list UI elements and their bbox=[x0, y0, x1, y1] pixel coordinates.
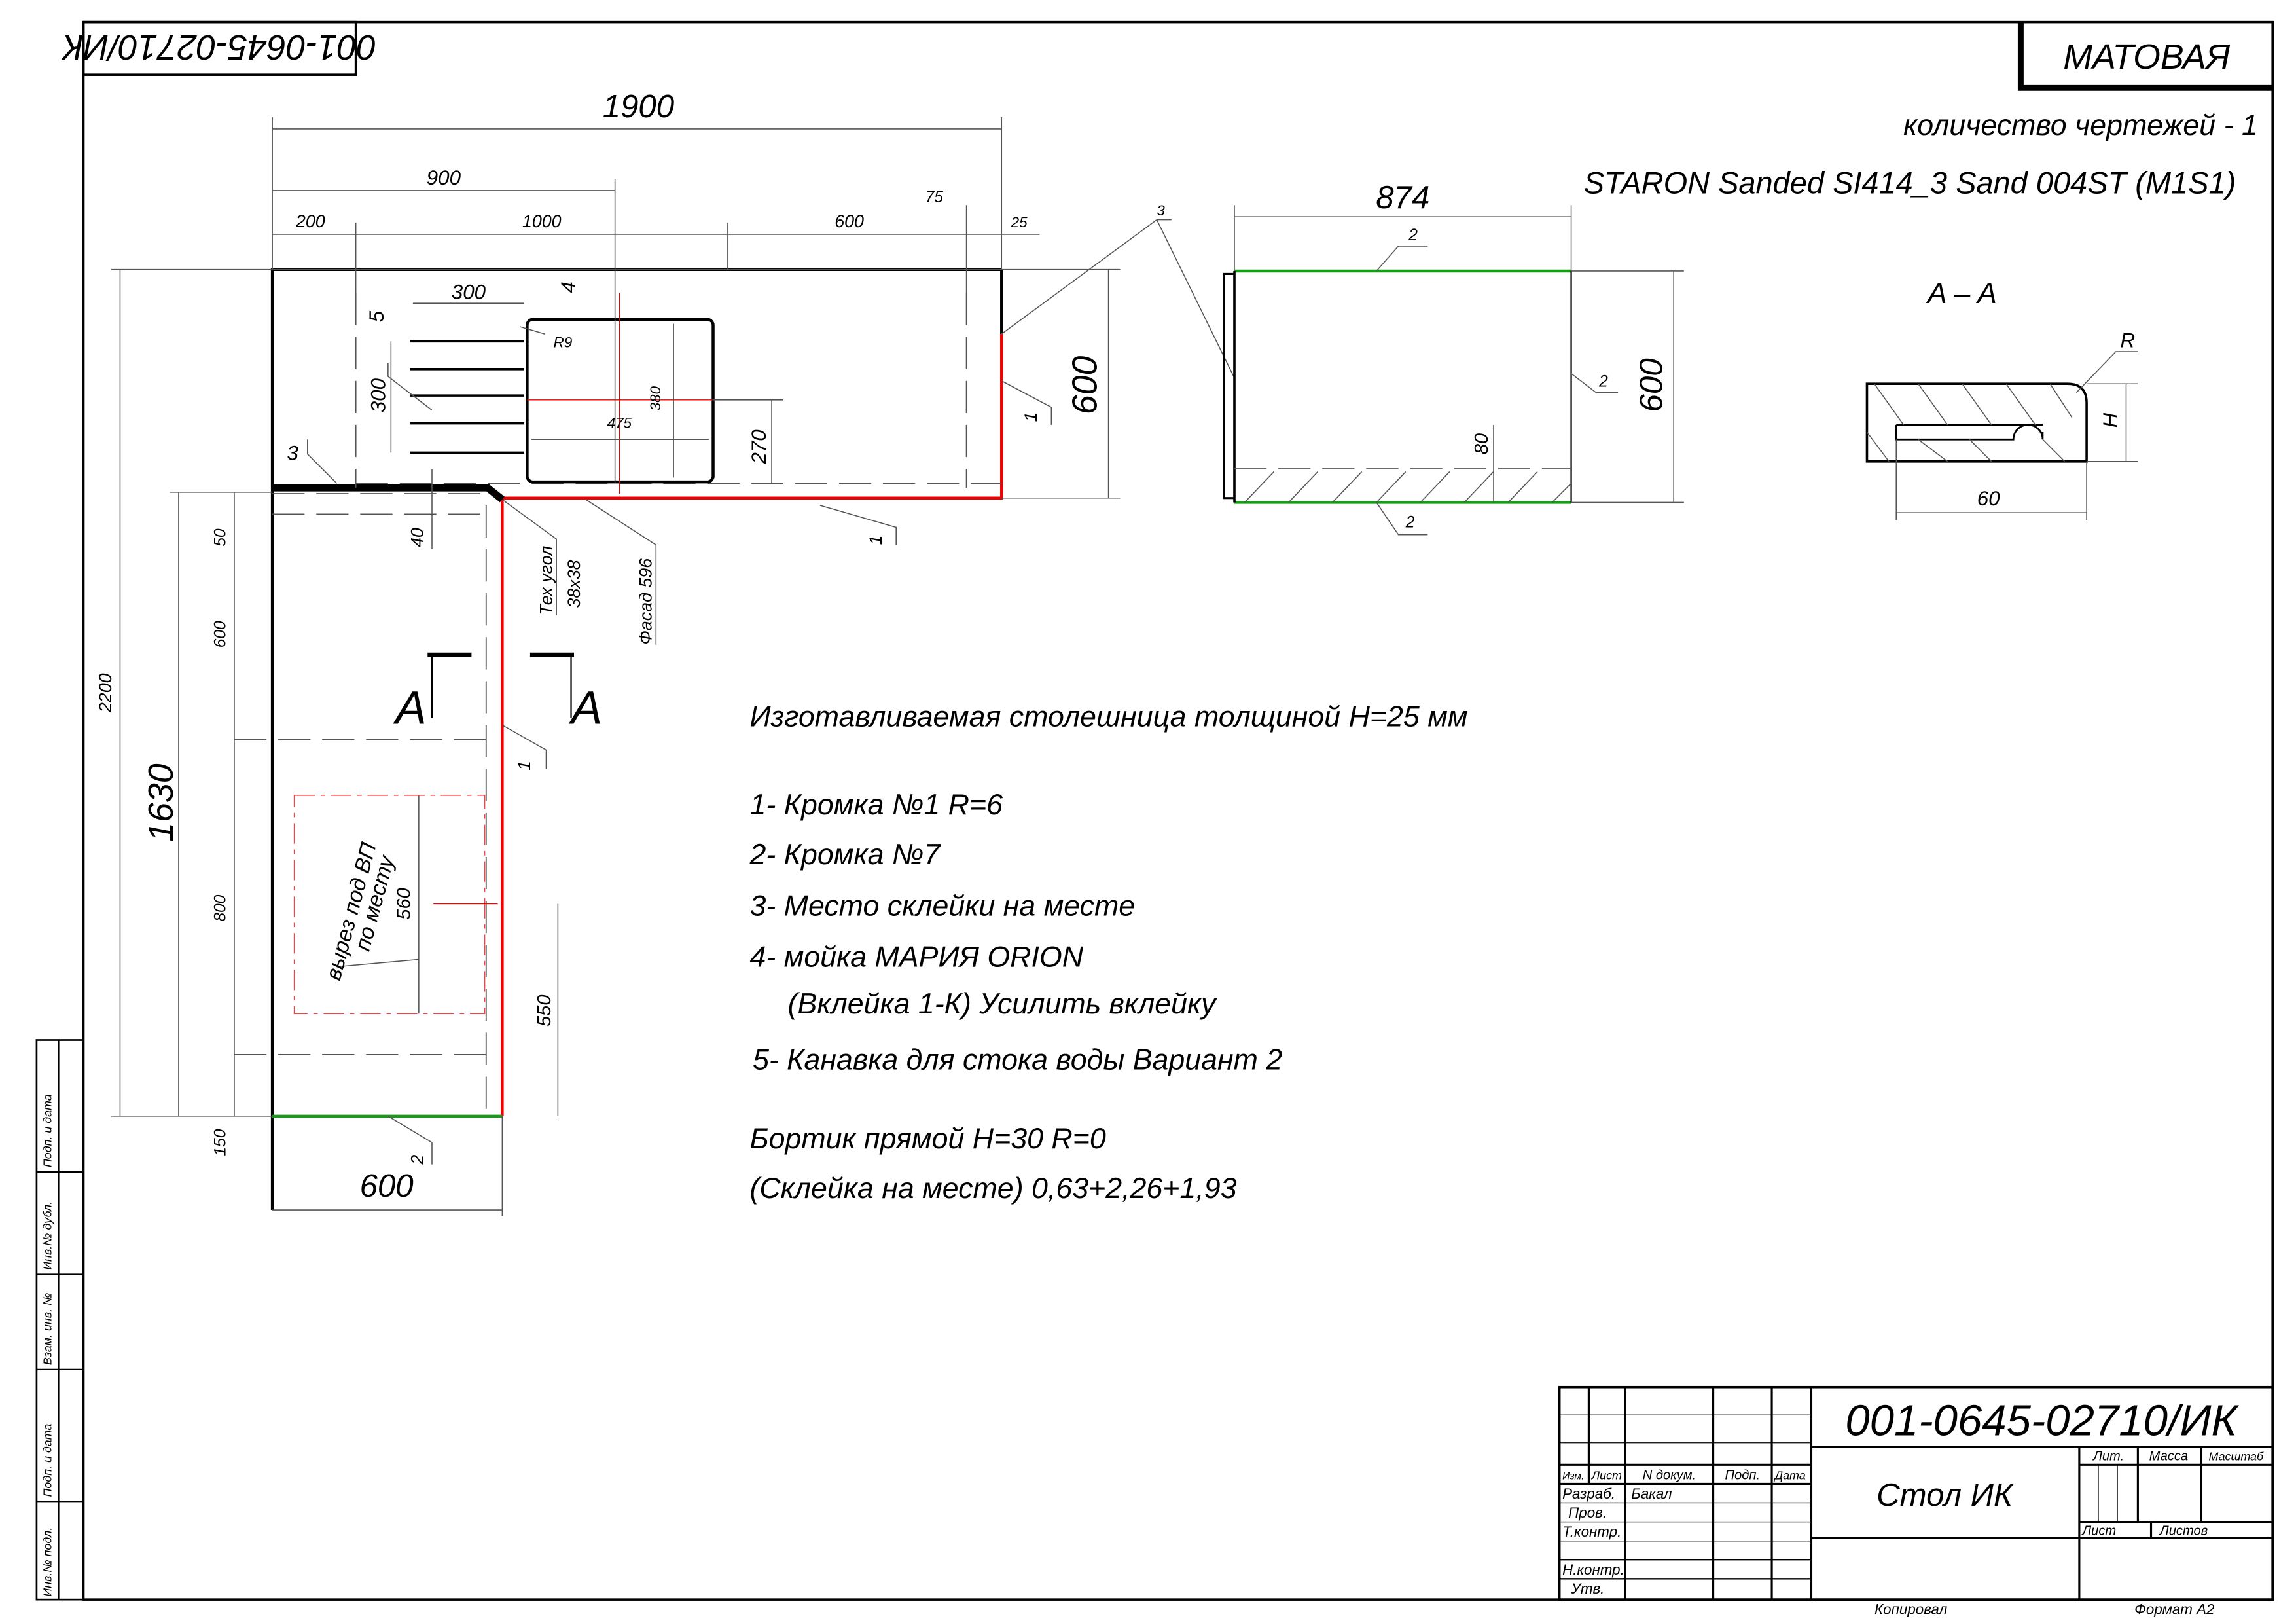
section-w: 60 bbox=[1977, 487, 2000, 510]
tech-corner-size: 38x38 bbox=[564, 560, 584, 608]
title-block: 001-0645-02710/ИК Стол ИК Изм. Лист N до… bbox=[1558, 1385, 2274, 1618]
dim-2200: 2200 bbox=[96, 673, 115, 713]
callout-2: 2 bbox=[408, 1155, 427, 1165]
side-strip: Инв.№ подл. Подп. и дата Взам. инв. № Ин… bbox=[35, 1039, 84, 1601]
dim-900: 900 bbox=[427, 166, 461, 189]
edge-top: 2 bbox=[1408, 227, 1418, 244]
dim-1900: 1900 bbox=[603, 88, 674, 124]
note-4: 4- мойка МАРИЯ ORION bbox=[749, 941, 1083, 974]
edge-bottom: 2 bbox=[1405, 513, 1415, 531]
section-mark-left: A bbox=[393, 682, 427, 734]
side-view: 874 600 80 2 2 2 bbox=[1223, 179, 1684, 536]
sheet-label: Лист bbox=[2081, 1524, 2116, 1539]
scale-label: Масштаб bbox=[2209, 1450, 2264, 1463]
role-prov: Пров. bbox=[1568, 1504, 1607, 1521]
callout-1: 1 bbox=[514, 761, 534, 771]
drawings-count: количество чертежей - 1 bbox=[1903, 109, 2258, 141]
facade-label: Фасад 596 bbox=[636, 558, 656, 645]
format-label: Формат А2 bbox=[2134, 1601, 2215, 1618]
note-border: Бортик прямой H=30 R=0 bbox=[749, 1122, 1105, 1155]
note-1: 1- Кромка №1 R=6 bbox=[749, 788, 1003, 821]
stamp-rotated: 001-0645-02710/ИК bbox=[61, 27, 376, 67]
dim-380: 380 bbox=[647, 386, 664, 410]
role-tkontr: Т.контр. bbox=[1562, 1523, 1621, 1540]
note-5: 5- Канавка для стока воды Вариант 2 bbox=[753, 1043, 1282, 1076]
dim-800: 800 bbox=[212, 894, 230, 921]
plan-view: A A 1900 900 200 1000 600 75 25 2200 163… bbox=[96, 88, 1235, 1216]
notes: Изготавливаемая столешница толщиной H=25… bbox=[749, 701, 1467, 1205]
sheets-label: Листов bbox=[2159, 1524, 2208, 1539]
tech-corner: Тех угол bbox=[536, 546, 556, 615]
sink-radius: R9 bbox=[554, 334, 573, 350]
sink-cutout bbox=[526, 318, 715, 484]
section-title: A – A bbox=[1926, 277, 1997, 310]
sheet-frame bbox=[82, 20, 2274, 1601]
note-glue: (Склейка на месте) 0,63+2,26+1,93 bbox=[749, 1172, 1236, 1205]
note-thickness: Изготавливаемая столешница толщиной H=25… bbox=[749, 701, 1467, 733]
strip-label: Подп. и дата bbox=[41, 1424, 54, 1497]
strip-label: Инв.№ подл. bbox=[41, 1527, 54, 1597]
role-razrab: Разраб. bbox=[1562, 1486, 1615, 1502]
dim-1630: 1630 bbox=[141, 763, 181, 842]
mass-label: Масса bbox=[2149, 1450, 2189, 1464]
dim-600: 600 bbox=[834, 211, 864, 231]
callout-5: 5 bbox=[365, 310, 388, 322]
dim-40: 40 bbox=[408, 528, 427, 547]
lit-label: Лит. bbox=[2092, 1450, 2124, 1464]
dim-50: 50 bbox=[212, 528, 230, 547]
developer-name: Бакал bbox=[1631, 1486, 1672, 1502]
note-2: 2- Кромка №7 bbox=[749, 838, 941, 871]
section-h: H bbox=[2099, 412, 2122, 428]
dim-25: 25 bbox=[1011, 214, 1028, 230]
dim-550: 550 bbox=[534, 995, 555, 1027]
callout-3-side: 3 bbox=[1157, 202, 1165, 219]
callout-4: 4 bbox=[557, 282, 580, 293]
copied-label: Копировал bbox=[1874, 1601, 1948, 1618]
hdr-izm: Изм. bbox=[1562, 1471, 1584, 1482]
callout-3: 3 bbox=[287, 442, 299, 465]
hdr-podp: Подп. bbox=[1725, 1468, 1761, 1483]
role-utv: Утв. bbox=[1571, 1580, 1605, 1597]
hdr-ndoc: N докум. bbox=[1643, 1468, 1696, 1483]
dim-475: 475 bbox=[607, 414, 632, 431]
dim-sink-300h: 300 bbox=[367, 378, 389, 412]
strip-label: Инв.№ дубл. bbox=[41, 1201, 54, 1270]
strip-label: Взам. инв. № bbox=[41, 1293, 54, 1366]
role-nkontr: Н.контр. bbox=[1562, 1561, 1624, 1578]
hob-cutout bbox=[293, 795, 486, 1015]
section-mark-right: A bbox=[569, 682, 603, 734]
hdr-list: Лист bbox=[1591, 1469, 1622, 1482]
dim-270: 270 bbox=[747, 429, 770, 465]
hdr-date: Дата bbox=[1774, 1469, 1806, 1482]
side-height: 600 bbox=[1633, 358, 1669, 412]
product-name: Стол ИК bbox=[1876, 1477, 2015, 1513]
dim-200: 200 bbox=[295, 211, 325, 231]
dim-150: 150 bbox=[212, 1129, 230, 1156]
dim-75: 75 bbox=[925, 189, 944, 206]
material: STARON Sanded SI414_3 Sand 004ST (M1S1) bbox=[1584, 165, 2236, 200]
callout-1: 1 bbox=[866, 535, 886, 545]
section-aa: A – A R H 60 bbox=[1865, 277, 2138, 520]
side-band: 80 bbox=[1471, 433, 1492, 454]
side-width: 874 bbox=[1376, 179, 1429, 215]
callout-1: 1 bbox=[1021, 412, 1041, 422]
edge-right: 2 bbox=[1598, 373, 1608, 391]
finish-label: МАТОВАЯ bbox=[2063, 37, 2230, 77]
dim-depth-600: 600 bbox=[1066, 356, 1105, 415]
dim-600-left: 600 bbox=[212, 621, 230, 647]
section-r: R bbox=[2121, 329, 2136, 352]
dim-1000: 1000 bbox=[522, 211, 562, 231]
note-3: 3- Место склейки на месте bbox=[749, 889, 1135, 922]
note-4b: (Вклейка 1-К) Усилить вклейку bbox=[788, 987, 1218, 1020]
dim-sink-300w: 300 bbox=[452, 280, 486, 303]
doc-number: 001-0645-02710/ИК bbox=[1845, 1396, 2239, 1446]
strip-label: Подп. и дата bbox=[41, 1094, 54, 1167]
dim-bottom-600: 600 bbox=[360, 1168, 414, 1204]
dim-560: 560 bbox=[393, 888, 414, 920]
